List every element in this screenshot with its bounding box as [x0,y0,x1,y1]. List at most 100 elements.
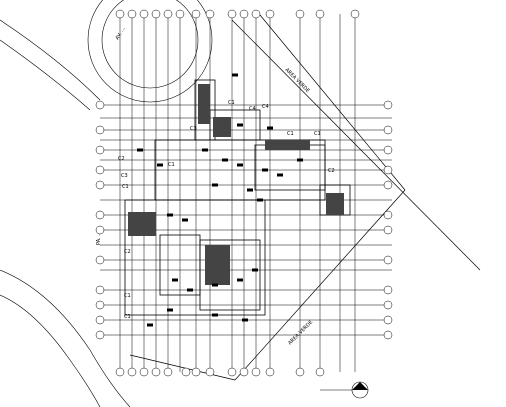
grid-bubble-bottom [315,367,325,377]
grid-bubble-right [383,315,393,325]
column-mark [147,323,153,327]
grid-bubble-right [383,285,393,295]
grid-bubble-top [295,9,305,19]
column-mark [242,318,248,322]
column-tag: C4 [262,104,269,110]
grid-bubble-top [265,9,275,19]
grid-bubble-top [163,9,173,19]
grid-bubble-right [383,165,393,175]
grid-bubble-top [315,9,325,19]
column-tag: C1 [314,131,321,137]
column-tag: C1 [287,131,294,137]
column-mark [257,198,263,202]
column-mark [167,308,173,312]
grid-bubble-right [383,330,393,340]
column-mark [212,313,218,317]
grid-bubble-left [95,210,105,220]
grid-bubble-right [383,125,393,135]
grid-bubble-right [383,225,393,235]
grid-bubble-left [95,125,105,135]
column-tag: C3 [190,126,197,132]
grid-bubble-bottom [139,367,149,377]
grid-bubble-right [383,145,393,155]
grid-bubble-left [95,145,105,155]
grid-bubble-right [383,100,393,110]
column-mark [187,288,193,292]
grid-bubble-top [115,9,125,19]
grid-bubble-bottom [239,367,249,377]
grid-bubble-bottom [151,367,161,377]
column-mark [167,213,173,217]
grid-bubble-left [95,180,105,190]
grid-bubble-top [227,9,237,19]
grid-bubble-top [251,9,261,19]
grid-bubble-bottom [251,367,261,377]
column-mark [277,173,283,177]
grid-bubble-top [139,9,149,19]
column-mark [237,278,243,282]
column-tag: C2 [124,249,131,255]
grid-bubble-left [95,300,105,310]
grid-bubble-left [95,225,105,235]
grid-bubble-left [95,315,105,325]
column-tag: C1 [228,100,235,106]
grid-bubble-top [151,9,161,19]
column-tag: C3 [121,173,128,179]
column-tag: C2 [328,168,335,174]
column-mark [212,183,218,187]
grid-bubble-left [95,330,105,340]
grid-bubble-bottom [205,367,215,377]
road-curve [0,269,131,407]
grid-bubble-left [95,255,105,265]
column-tag: C4 [249,106,256,112]
column-mark [182,218,188,222]
grid-bubble-bottom [163,367,173,377]
column-mark [267,126,273,130]
north-arrow-icon [320,381,369,399]
column-mark [252,268,258,272]
column-tag: C1 [122,184,129,190]
side-label: PA. ... [96,231,102,245]
column-tag: C1 [124,314,131,320]
vertical-grid-lines [119,14,356,372]
grid-bubble-top [350,9,360,19]
grid-bubble-bottom [227,367,237,377]
column-mark [247,188,253,192]
column-tag: C1 [124,293,131,299]
grid-bubble-right [383,255,393,265]
column-marks [137,73,303,327]
column-mark [212,283,218,287]
grid-bubble-left [95,100,105,110]
column-mark [262,168,268,172]
column-tag: C1 [168,162,175,168]
column-mark [202,148,208,152]
grid-bubble-left [95,285,105,295]
grid-bubble-right [383,300,393,310]
grid-bubble-bottom [181,367,191,377]
grid-bubble-bottom [127,367,137,377]
column-mark [157,163,163,167]
grid-bubble-left [95,165,105,175]
grid-bubble-top [205,9,215,19]
street-label-left: AV. ... [115,26,127,41]
grid-bubble-top [127,9,137,19]
column-mark [237,163,243,167]
building-floor-plan [124,79,351,316]
grid-bubbles [95,9,393,377]
grid-bubble-right [383,180,393,190]
grid-bubble-bottom [265,367,275,377]
column-mark [137,148,143,152]
grid-bubble-right [383,210,393,220]
roundabout [0,0,213,111]
column-mark [232,73,238,77]
column-tag: C2 [118,156,125,162]
grid-bubble-top [239,9,249,19]
horizontal-grid-lines [100,104,392,336]
area-verde-label-bottom: AREA VERDE [287,319,314,346]
column-mark [237,123,243,127]
grid-bubble-top [191,9,201,19]
column-mark [222,158,228,162]
stair-hatches [128,84,344,285]
